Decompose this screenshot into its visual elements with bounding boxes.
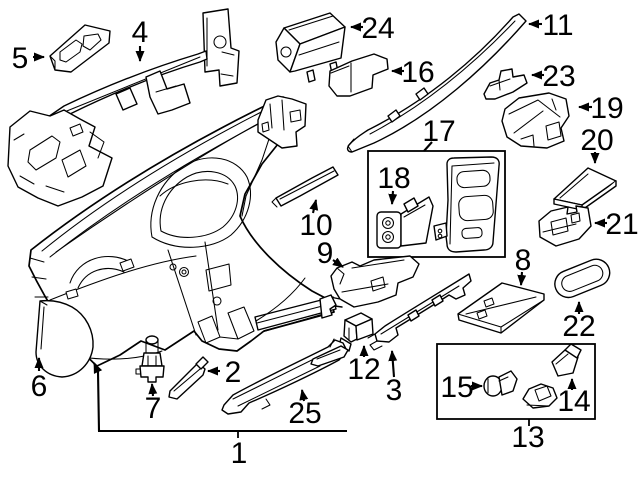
callout-8-arrow [517,271,527,286]
callout-12[interactable]: 12 [347,345,381,386]
callout-1[interactable]: 1 [93,362,347,470]
callout-2-label: 2 [225,356,242,389]
callout-5[interactable]: 5 [12,42,45,75]
callout-20[interactable]: 20 [580,124,614,164]
callout-15[interactable]: 15 [440,371,483,404]
part-10-trim-strip [271,166,339,208]
misc-small-parts [310,294,349,367]
callout-10-label: 10 [299,209,332,242]
callout-11[interactable]: 11 [528,9,574,42]
part-8-panel [457,282,545,334]
part-2-trim [168,356,209,400]
part-6-end-cover [35,299,94,378]
callout-5-label: 5 [12,42,29,75]
group-box-13 [436,343,596,420]
part-17-switch-panel [433,156,500,253]
callout-4-label: 4 [132,16,149,49]
callout-20-label: 20 [580,124,613,157]
part-7-sensor [135,335,165,383]
part-20-pad [553,167,617,211]
callout-2[interactable]: 2 [207,356,242,389]
callout-21-label: 21 [605,208,638,241]
callout-15-label: 15 [440,371,473,404]
callout-17-label: 17 [422,115,455,148]
callout-16[interactable]: 16 [391,56,435,89]
callout-16-label: 16 [401,56,434,89]
callout-13[interactable]: 13 [511,419,545,454]
callout-22-label: 22 [562,310,595,343]
callout-14[interactable]: 14 [557,378,591,418]
callout-23[interactable]: 23 [531,60,576,93]
callout-25[interactable]: 25 [288,389,322,430]
callout-13-label: 13 [511,421,544,454]
callout-10[interactable]: 10 [299,199,333,242]
callout-3-label: 3 [386,374,403,407]
callout-3[interactable]: 3 [386,350,403,407]
callout-1-label: 1 [231,437,248,470]
part-16-bracket [328,53,389,97]
clip-bracket [522,383,558,409]
part-19-module [501,92,570,149]
callout-18-arrow [388,190,398,205]
callout-9-label: 9 [317,237,334,270]
callout-8-label: 8 [515,244,532,277]
callout-6-label: 6 [31,370,48,403]
callout-19-label: 19 [590,92,623,125]
callout-11-label: 11 [542,9,573,42]
callout-21[interactable]: 21 [594,208,639,241]
part-22-bezel [554,258,611,299]
callout-25-label: 25 [288,397,321,430]
callout-9-arrow [332,257,344,268]
part-14-clip [551,343,582,377]
group-box-17 [367,150,506,258]
callout-4[interactable]: 4 [132,16,149,62]
callout-17[interactable]: 17 [422,115,456,152]
part-15-clip [483,370,518,397]
callout-17-connector [423,141,433,152]
callout-7-arrow [148,383,158,397]
part-3-rail [367,273,472,351]
part-4-crossmember-frame [7,8,240,207]
callout-19[interactable]: 19 [578,92,624,125]
callout-23-label: 23 [542,60,575,93]
instrument-panel-body [28,95,337,367]
callout-7[interactable]: 7 [145,383,162,425]
callout-3-arrow [388,350,398,378]
callout-6[interactable]: 6 [31,357,48,403]
callout-9[interactable]: 9 [317,237,344,270]
callout-25-arrow [299,389,309,402]
callout-8[interactable]: 8 [515,244,532,286]
callout-12-label: 12 [347,353,380,386]
part-23-bracket [483,68,528,100]
callout-7-label: 7 [145,392,162,425]
callout-22[interactable]: 22 [562,301,596,343]
part-9-bracket [327,255,420,308]
part-11-trim-strip [346,13,527,153]
callout-1-arrow [93,362,103,432]
callout-24-label: 24 [361,12,394,45]
callout-10-arrow [309,199,319,214]
part-5-cover [49,24,111,73]
part-21-housing [538,205,592,247]
part-18-switch [376,196,434,249]
callout-18[interactable]: 18 [377,162,411,205]
callout-24[interactable]: 24 [350,12,395,45]
callout-14-label: 14 [557,385,590,418]
callout-18-label: 18 [377,162,410,195]
